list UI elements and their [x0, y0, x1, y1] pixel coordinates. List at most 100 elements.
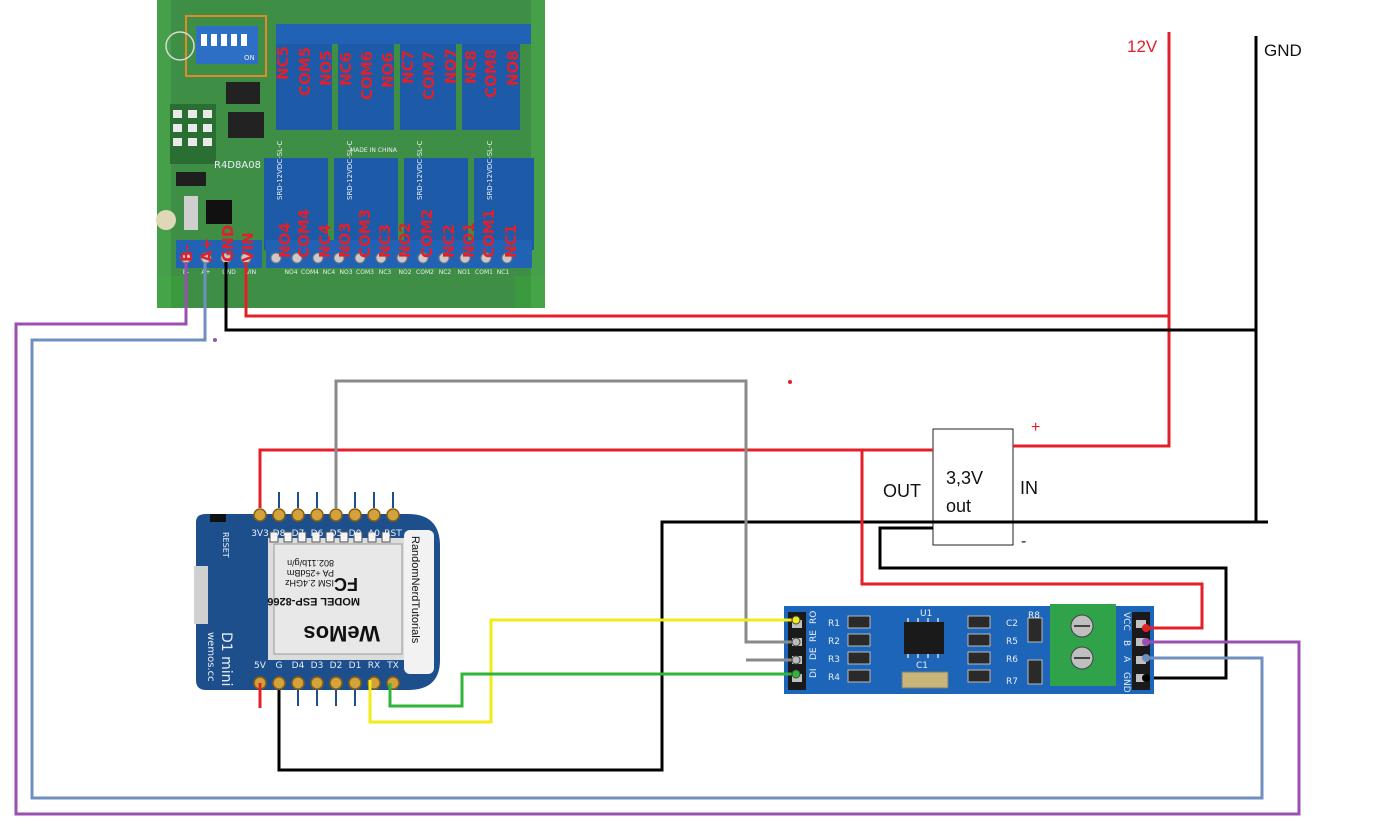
pin-d7: [291, 508, 305, 522]
label-no8: NO8: [504, 50, 522, 86]
relay-row-bottom: [264, 158, 534, 250]
label-nc1: NC1: [502, 224, 520, 258]
label-c1: C1: [916, 661, 928, 671]
pin-label-a0: A0: [368, 529, 380, 539]
label-a-plus: A+: [198, 238, 216, 262]
dip-label: ON: [244, 54, 255, 62]
relay-row-top: [276, 24, 531, 130]
label-nc4: NC4: [316, 224, 334, 258]
label-com8: COM8: [482, 49, 500, 98]
relay-text: SRD-12VDC-SL-C: [416, 141, 424, 200]
silk-no2: NO2: [398, 269, 411, 276]
label-com7: COM7: [420, 51, 438, 100]
label-vin: VIN: [239, 232, 257, 262]
label-r7: R7: [1006, 677, 1018, 687]
wire-3v3-out: [258, 448, 933, 508]
label-nc6: NC6: [337, 52, 355, 86]
pin-3v3: [253, 508, 267, 522]
wire-3v3-to-vcc: [860, 450, 1204, 630]
wire-green-tx: [388, 672, 796, 708]
silk-no3: NO3: [339, 269, 352, 276]
wire-yellow-rx: [368, 618, 796, 724]
pin-label-d2: D2: [330, 661, 343, 671]
rs485-pin-re: RE: [809, 630, 819, 642]
silk-com2: COM2: [416, 269, 434, 276]
label-r4: R4: [828, 673, 840, 683]
label-no6: NO6: [379, 52, 397, 88]
regulator-minus-label: -: [1021, 533, 1026, 550]
pin-d4: [291, 676, 305, 690]
pin-d2: [329, 676, 343, 690]
esp-module-text: MODEL ESP-8266 ISM 2.4GHz PA +25dBm 802.…: [267, 558, 380, 646]
pin-label-d7: D7: [292, 529, 305, 539]
rs485-pin-vcc: VCC: [1121, 612, 1131, 631]
board-website: wemos.cc: [205, 632, 216, 682]
pin-label-d1: D1: [349, 661, 362, 671]
rs485-module: RO RE DE DI VCC B A GND R1 R2 R3 R4 R5 R…: [784, 604, 1154, 694]
silk-gnd: GND: [222, 269, 236, 276]
rail-gnd-label: GND: [1264, 41, 1302, 60]
reset-label: RESET: [221, 532, 230, 558]
wire-endpoints: [213, 338, 1150, 682]
silk-nc3: NC3: [379, 269, 392, 276]
made-in-china: MADE IN CHINA: [350, 147, 398, 154]
silk-vin: VIN: [246, 269, 256, 276]
relay-board-model: R4D8A08: [214, 160, 261, 171]
rs485-pin-di: DI: [809, 668, 819, 678]
silk-com1: COM1: [475, 269, 493, 276]
label-com3: COM3: [356, 209, 374, 258]
label-com2: COM2: [418, 209, 436, 258]
label-no3: NO3: [336, 222, 354, 258]
board-name: D1 mini: [218, 632, 234, 686]
pin-rst: [386, 508, 400, 522]
label-no5: NO5: [317, 50, 335, 86]
silk-no4: NO4: [284, 269, 297, 276]
rs485-ic: [904, 622, 944, 654]
module-model: MODEL ESP-8266: [267, 595, 360, 607]
label-nc7: NC7: [399, 50, 417, 84]
label-gnd: GND: [219, 225, 237, 262]
regulator-box: [932, 428, 1014, 546]
d1-mini-board: MODEL ESP-8266 ISM 2.4GHz PA +25dBm 802.…: [194, 492, 440, 706]
silk-nc4: NC4: [323, 269, 336, 276]
pin-label-5v: 5V: [254, 661, 267, 671]
label-nc3: NC3: [376, 224, 394, 258]
pin-d1: [348, 676, 362, 690]
wire-12v-to-vin: [244, 262, 1169, 318]
label-nc2: NC2: [440, 224, 458, 258]
rs485-pin-ro: RO: [809, 611, 819, 624]
regulator-line1: 3,3V: [946, 468, 983, 488]
label-r5: R5: [1006, 637, 1018, 647]
label-no7: NO7: [442, 48, 460, 84]
wire-gnd-regulator: [878, 526, 1228, 680]
pin-d3: [310, 676, 324, 690]
label-r2: R2: [828, 637, 840, 647]
reset-button[interactable]: [210, 514, 226, 522]
wire-gray-de-re: [334, 379, 796, 644]
label-r1: R1: [828, 619, 840, 629]
label-c2: C2: [1006, 619, 1018, 629]
pin-label-d6: D6: [311, 529, 324, 539]
label-r8: R8: [1028, 611, 1040, 621]
label-r3: R3: [828, 655, 840, 665]
rs485-pin-gnd: GND: [1121, 672, 1131, 693]
side-text: RandomNerdTutorials: [409, 536, 421, 644]
silk-nc2: NC2: [439, 269, 452, 276]
rs485-pin-a: A: [1121, 656, 1131, 663]
pin-label-d8: D8: [273, 529, 286, 539]
pin-label-d5: D5: [330, 529, 343, 539]
module-spec1: ISM 2.4GHz: [284, 578, 334, 588]
label-nc8: NC8: [462, 50, 480, 84]
label-no4: NO4: [276, 222, 294, 258]
rail-12v-label: 12V: [1127, 37, 1158, 56]
wire-b-purple: [14, 262, 1301, 816]
relay-text: SRD-12VDC-SL-C: [276, 141, 284, 200]
fcc-logo: FC: [334, 574, 358, 594]
label-com1: COM1: [480, 209, 498, 258]
regulator-plus-label: +: [1031, 419, 1040, 436]
module-spec2: PA +25dBm: [287, 568, 334, 578]
pin-label-rx: RX: [368, 661, 380, 671]
pin-a0: [367, 508, 381, 522]
label-b-minus: B-: [178, 244, 196, 262]
